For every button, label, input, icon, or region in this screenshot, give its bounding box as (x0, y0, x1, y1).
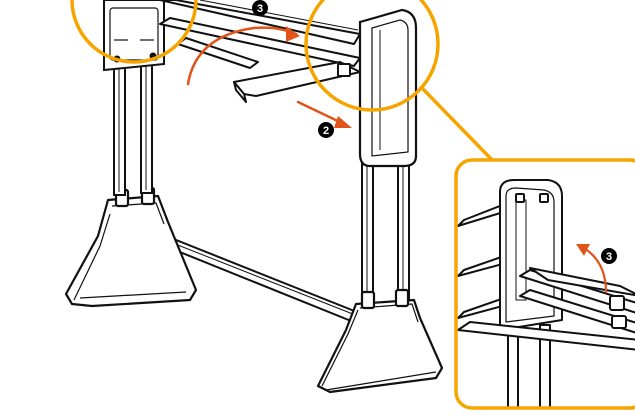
inset-frame (454, 158, 635, 410)
callout-leader-line (420, 86, 498, 166)
step-3-marker: 3 (252, 0, 268, 16)
inset-rotation-arrow-icon (576, 244, 608, 294)
right-post-head (358, 8, 418, 168)
step-2-label: 2 (323, 125, 329, 137)
callout-circle-top-left (70, 0, 198, 64)
step-2-marker: 2 (318, 122, 334, 138)
swing-arm (233, 61, 361, 103)
rotation-arrow-icon (186, 26, 300, 86)
detail-inset: 3 (454, 158, 635, 410)
left-upright-posts (113, 57, 153, 196)
top-rails (159, 0, 361, 69)
right-upright-posts (361, 149, 410, 311)
step-3-label: 3 (257, 3, 263, 15)
slide-arrow-icon (296, 100, 352, 128)
left-post-bracket (103, 0, 165, 72)
left-foot (64, 186, 198, 308)
right-foot (316, 288, 444, 394)
inset-step-3-marker: 3 (601, 248, 617, 264)
inset-step-3-label: 3 (606, 251, 612, 263)
callout-circle-right-post (304, 0, 440, 112)
